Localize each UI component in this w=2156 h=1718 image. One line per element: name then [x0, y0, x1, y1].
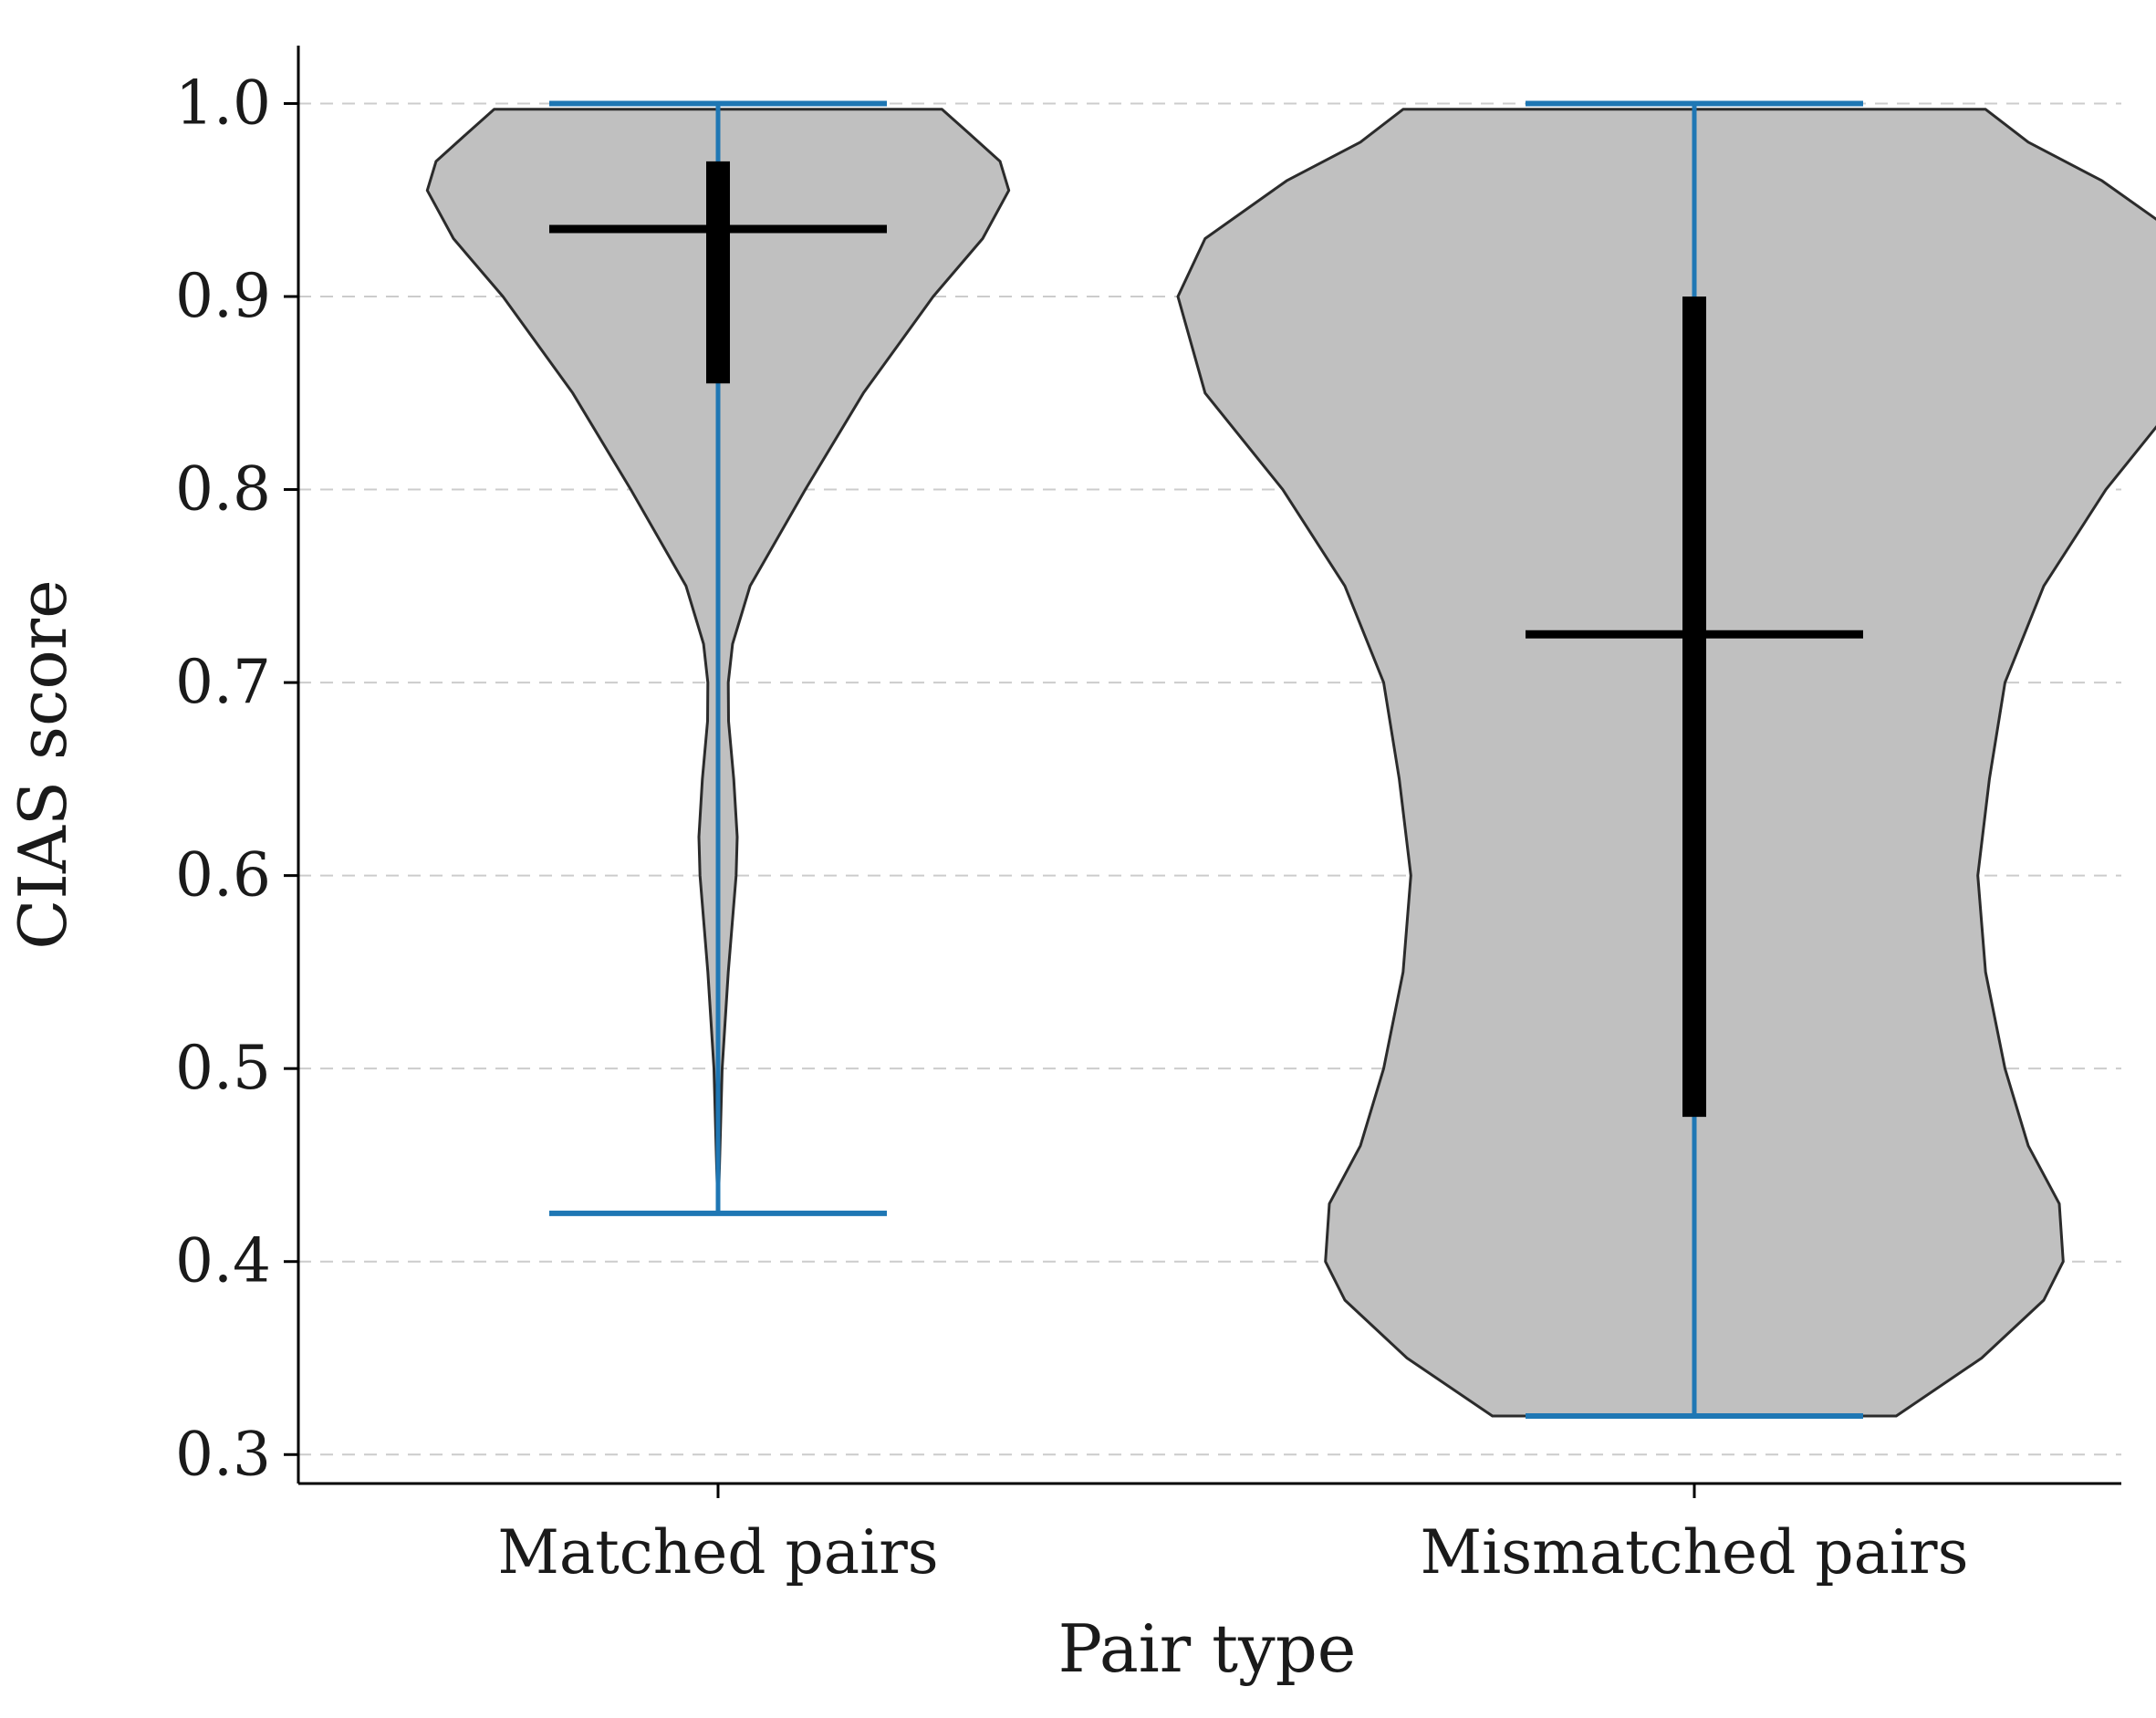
y-tick-label: 0.3: [175, 1419, 271, 1489]
y-tick-label: 1.0: [175, 68, 271, 138]
violins: [425, 100, 2156, 1419]
violin-body: [1176, 108, 2156, 1418]
x-tick-label: Mismatched pairs: [1421, 1517, 1969, 1588]
y-tick-label: 0.7: [175, 647, 271, 717]
y-tick-label: 0.5: [175, 1033, 271, 1103]
x-axis-title: Pair type: [1058, 1610, 1357, 1687]
y-tick-label: 0.6: [175, 840, 271, 911]
x-tick-label: Matched pairs: [497, 1517, 938, 1588]
y-tick-label: 0.9: [175, 261, 271, 331]
y-axis-title: CIAS score: [5, 579, 81, 949]
y-tick-label: 0.4: [175, 1226, 271, 1296]
y-tick-label: 0.8: [175, 454, 271, 525]
